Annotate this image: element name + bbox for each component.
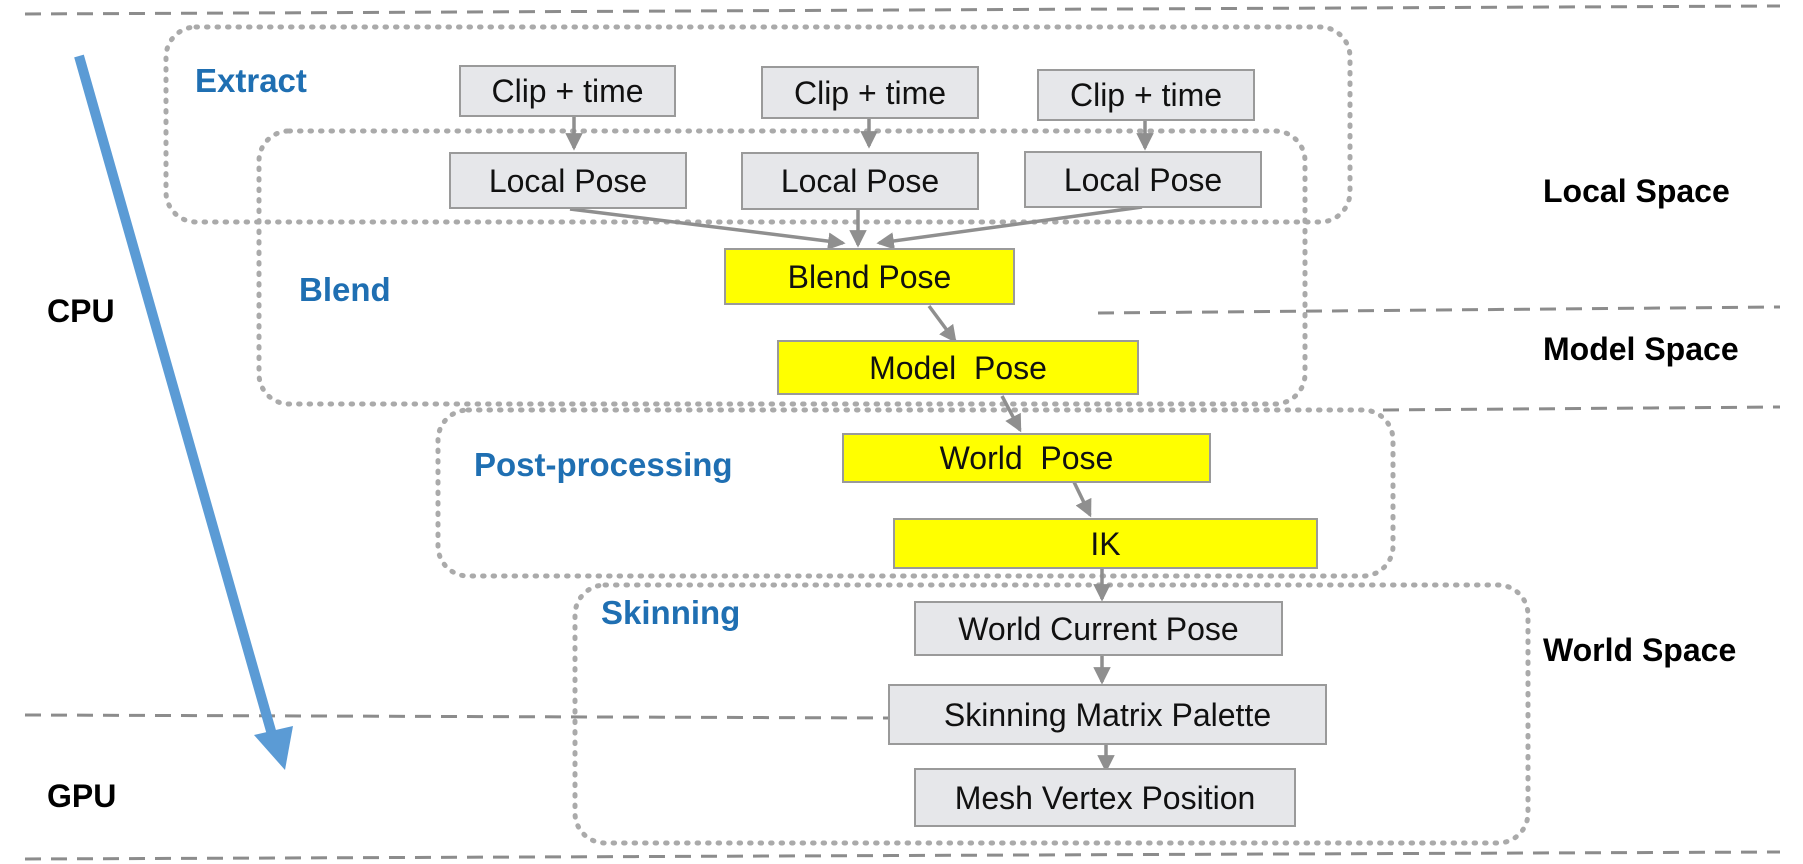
model-space-label: Model Space (1543, 331, 1739, 367)
post-processing-group-label: Post-processing (474, 446, 733, 483)
post-processing-group-border (435, 407, 1396, 579)
clip-time-node-2: Clip + time (761, 66, 979, 119)
skinning-group-label: Skinning (601, 594, 741, 631)
cpu-to-gpu-arrow-head (254, 726, 293, 770)
blend-group-label: Blend (299, 271, 391, 308)
cpu-label: CPU (47, 293, 115, 329)
local-pose-node-3: Local Pose (1024, 151, 1262, 208)
local-pose-node-2: Local Pose (741, 152, 979, 210)
extract-group-border (163, 24, 1353, 225)
cpu-gpu-separator (24, 713, 893, 720)
local-pose-node-1: Local Pose (449, 152, 687, 209)
world-space-label: World Space (1543, 632, 1737, 668)
skinning-group-border (572, 582, 1531, 846)
cpu-to-gpu-arrow-shaft (74, 54, 278, 740)
blend-pose-node: Blend Pose (724, 248, 1015, 305)
clip-time-node-3: Clip + time (1037, 69, 1255, 121)
blend-to-model-arrow (927, 304, 957, 344)
ik-node: IK (893, 518, 1318, 569)
blend-group-border (256, 128, 1308, 407)
model-pose-node: Model Pose (777, 340, 1139, 395)
world-to-ik-arrow (1072, 481, 1092, 518)
local-space-label: Local Space (1543, 173, 1730, 209)
bottom-separator-line (24, 850, 1781, 861)
top-separator-line (24, 4, 1781, 16)
model-to-world-arrow (1000, 395, 1022, 433)
clip-time-node-1: Clip + time (459, 65, 676, 117)
extract-group-label: Extract (195, 62, 307, 99)
local-to-blend-arrow-1 (569, 207, 846, 250)
local-model-space-separator (1097, 305, 1781, 315)
gpu-label: GPU (47, 778, 117, 814)
world-pose-node: World Pose (842, 433, 1211, 483)
local-to-blend-arrow-3 (876, 205, 1143, 250)
mesh-vertex-position-node: Mesh Vertex Position (914, 768, 1296, 827)
skinning-matrix-palette-node: Skinning Matrix Palette (888, 684, 1327, 745)
model-world-space-separator (1382, 405, 1781, 412)
world-current-pose-node: World Current Pose (914, 601, 1283, 656)
